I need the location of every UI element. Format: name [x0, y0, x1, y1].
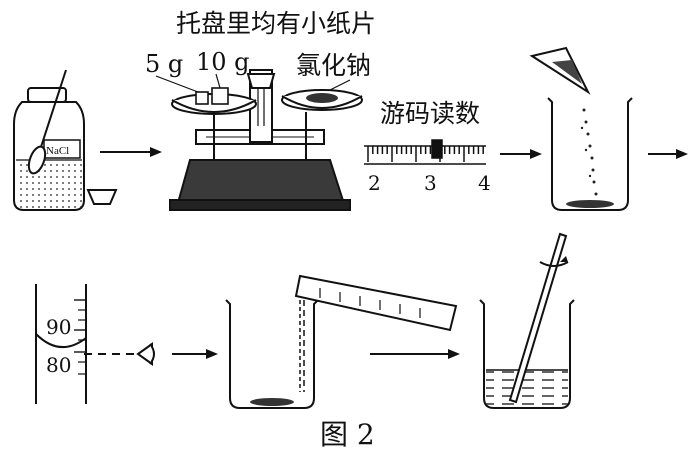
glass-rod: [508, 232, 568, 404]
weight-10g-label: 10 g: [196, 48, 250, 76]
arrow-step-5: [370, 349, 460, 359]
water-stream: [299, 300, 305, 392]
cylinder-tick-90: 90: [46, 315, 71, 339]
figure-caption: 图 2: [320, 418, 375, 451]
rider-ruler: [364, 139, 486, 165]
arrow-step-1: [100, 147, 162, 157]
stir-arrowhead: [560, 256, 568, 262]
beaker-pouring-water: [225, 299, 319, 409]
paper-with-salt: [529, 46, 591, 95]
weights-on-pan: [155, 73, 229, 105]
arrow-step-4: [172, 349, 218, 359]
arrow-step-3: [648, 149, 688, 159]
weight-5g-label: 5 g: [145, 50, 183, 78]
substance-label: 氯化钠: [296, 51, 371, 80]
poured-cylinder: [294, 274, 458, 332]
arrow-step-2: [500, 149, 542, 159]
spoon-icon: [27, 69, 67, 175]
cylinder-tick-80: 80: [46, 353, 71, 377]
beaker-solution: [479, 299, 575, 409]
graduated-cylinder: [35, 284, 87, 404]
rider-reading-label: 游码读数: [380, 99, 480, 128]
weighing-dish: [86, 189, 118, 205]
ruler-tick-2: 2: [368, 171, 381, 195]
balance-scale: [169, 69, 363, 211]
ruler-tick-4: 4: [478, 171, 491, 195]
stir-rotation-icon: [539, 261, 569, 267]
jar-label: NaCl: [46, 145, 69, 157]
eye-icon: [136, 342, 155, 366]
salt-stream: [580, 108, 598, 196]
ruler-tick-3: 3: [424, 171, 437, 195]
reagent-jar: NaCl: [13, 87, 85, 211]
salt-pile: [306, 79, 351, 103]
paper-salt: [552, 60, 582, 84]
beaker-with-salt: [547, 97, 633, 211]
title-paper-note: 托盘里均有小纸片: [176, 9, 376, 38]
